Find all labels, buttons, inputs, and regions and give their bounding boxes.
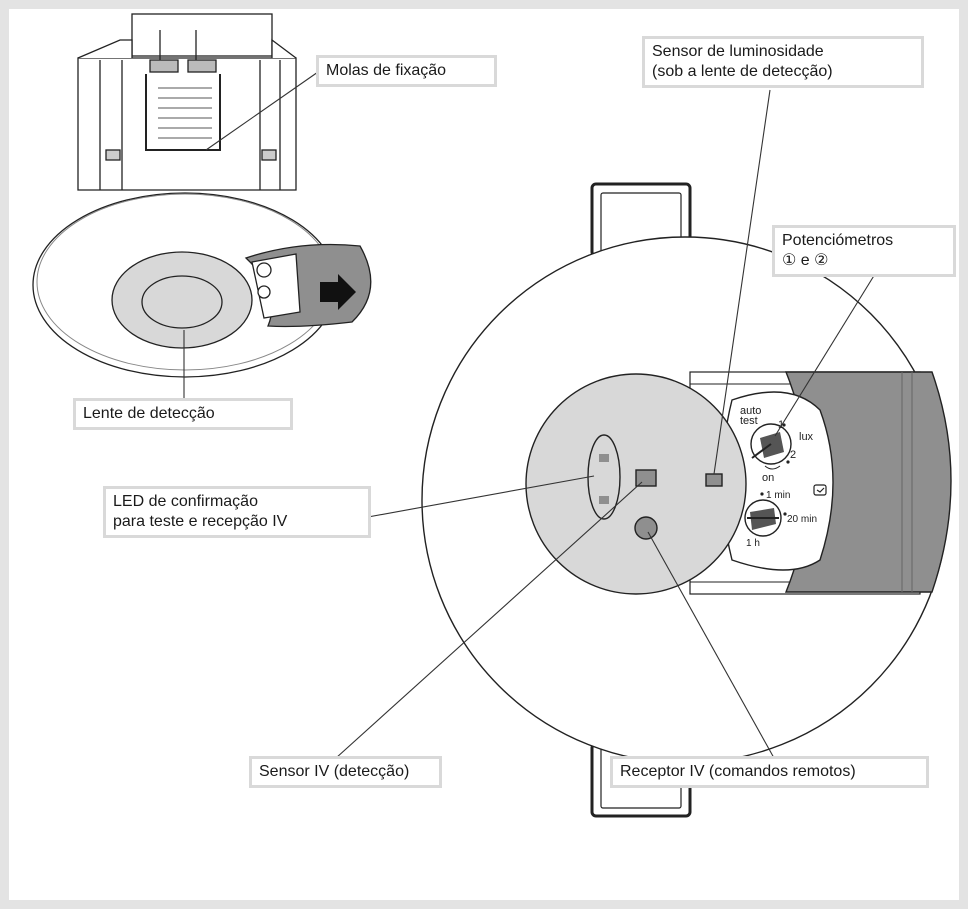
ir-sensor bbox=[635, 469, 657, 487]
dial-20min-label: 20 min bbox=[787, 514, 817, 525]
label-lens-text: Lente de detecção bbox=[83, 405, 215, 422]
label-ir-sensor-text: Sensor IV (detecção) bbox=[259, 763, 410, 780]
dial-1h-label: 1 h bbox=[746, 538, 760, 549]
slide-direction-arrow bbox=[320, 274, 356, 310]
spring-bracket bbox=[145, 74, 221, 151]
label-ir-receiver-text: Receptor IV (comandos remotos) bbox=[620, 763, 856, 780]
label-light-sensor: Sensor de luminosidade (sob a lente de d… bbox=[642, 36, 924, 88]
label-ir-sensor: Sensor IV (detecção) bbox=[249, 756, 442, 788]
leader-led bbox=[367, 475, 595, 518]
label-ir-receiver: Receptor IV (comandos remotos) bbox=[610, 756, 929, 788]
label-pots-line1: Potenciómetros bbox=[782, 232, 894, 249]
device-body-left bbox=[77, 39, 133, 59]
label-led-line1: LED de confirmação bbox=[113, 493, 258, 510]
label-springs: Molas de fixação bbox=[316, 55, 497, 87]
leader-light-sensor bbox=[713, 89, 771, 475]
dial-num1-label: 1 bbox=[778, 419, 784, 431]
device-isometric bbox=[32, 13, 372, 378]
leader-lines bbox=[183, 71, 876, 759]
label-led-line2: para teste e recepção IV bbox=[113, 513, 288, 530]
dial-auto-label: auto bbox=[740, 405, 761, 417]
light-sensor bbox=[705, 473, 723, 487]
label-led: LED de confirmação para teste e recepção… bbox=[103, 486, 371, 538]
ir-receiver bbox=[634, 516, 658, 540]
dial-num2-label: 2 bbox=[790, 449, 796, 461]
label-springs-text: Molas de fixação bbox=[326, 62, 447, 79]
dial-test-label: test bbox=[740, 415, 758, 427]
led-bottom bbox=[599, 496, 609, 504]
spring-coil-right bbox=[187, 59, 217, 73]
leader-ir-receiver bbox=[647, 531, 775, 759]
spring-coil-left bbox=[149, 59, 179, 73]
label-pots: Potenciómetros ① e ② bbox=[772, 225, 956, 277]
label-light-sensor-line2: (sob a lente de detecção) bbox=[652, 63, 833, 80]
timer-icon bbox=[813, 484, 827, 496]
device-top-block bbox=[131, 13, 273, 57]
label-pots-line2: ① e ② bbox=[782, 252, 829, 269]
dial-1min-label: 1 min bbox=[766, 490, 790, 501]
label-lens: Lente de detecção bbox=[73, 398, 293, 430]
device-body bbox=[77, 57, 297, 191]
label-light-sensor-line1: Sensor de luminosidade bbox=[652, 43, 824, 60]
dial-lux-label: lux bbox=[799, 431, 814, 443]
led-top bbox=[599, 454, 609, 462]
device-lens-inner bbox=[141, 275, 223, 329]
leader-pots bbox=[774, 273, 876, 437]
dial-on-label: on bbox=[762, 472, 774, 484]
leader-ir-sensor bbox=[335, 481, 643, 759]
leader-springs bbox=[205, 71, 319, 151]
